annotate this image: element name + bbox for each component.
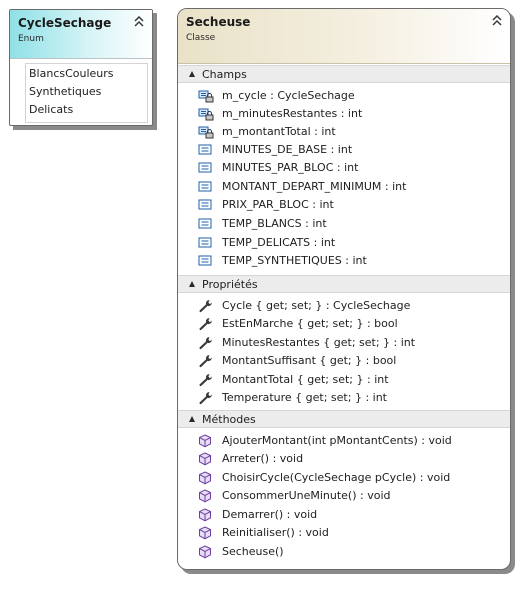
wrench-icon [199,374,212,387]
method-cube-icon [199,489,211,503]
section-label: Propriétés [202,278,258,291]
enum-kind: Enum [18,34,44,44]
member-text: MinutesRestantes { get; set; } : int [222,336,416,349]
member-text: TEMP_DELICATS : int [222,236,336,249]
member-text: Reinitialiser() : void [222,526,329,539]
wrench-icon [199,355,212,368]
enum-values-list: BlancsCouleurs Synthetiques Delicats [25,63,148,123]
collapse-triangle-icon [189,71,195,77]
member-text: Temperature { get; set; } : int [222,391,387,404]
enum-cycle-sechage[interactable]: CycleSechage Enum BlancsCouleurs Synthet… [9,9,153,126]
wrench-icon [199,318,212,331]
member-text: Arreter() : void [222,452,304,465]
constant-icon [198,218,212,229]
enum-value[interactable]: Synthetiques [29,85,102,98]
private-field-icon [198,90,214,103]
section-label: Méthodes [202,413,256,426]
method-cube-icon [199,471,211,485]
enum-title: CycleSechage [18,16,112,30]
constant-icon [198,255,212,266]
collapse-chevron-icon[interactable] [492,15,502,27]
wrench-icon [199,392,212,405]
member-text: MONTANT_DEPART_MINIMUM : int [222,180,407,193]
enum-value[interactable]: BlancsCouleurs [29,67,114,80]
constant-icon [198,181,212,192]
constant-icon [198,144,212,155]
constant-icon [198,162,212,173]
member-text: m_cycle : CycleSechage [222,89,355,102]
member-text: AjouterMontant(int pMontantCents) : void [222,434,452,447]
enum-value[interactable]: Delicats [29,103,74,116]
member-text: TEMP_SYNTHETIQUES : int [222,254,367,267]
method-cube-icon [199,508,211,522]
member-text: EstEnMarche { get; set; } : bool [222,317,398,330]
member-text: Demarrer() : void [222,508,318,521]
member-text: Secheuse() [222,545,284,558]
member-text: ConsommerUneMinute() : void [222,489,391,502]
private-field-icon [198,126,214,139]
constant-icon [198,199,212,210]
class-secheuse[interactable]: Secheuse Classe Champs m_cycle : CycleSe… [177,8,511,570]
private-field-icon [198,108,214,121]
member-text: TEMP_BLANCS : int [222,217,327,230]
member-text: Cycle { get; set; } : CycleSechage [222,299,411,312]
member-text: m_montantTotal : int [222,125,336,138]
wrench-icon [199,300,212,313]
member-text: MontantSuffisant { get; } : bool [222,354,397,367]
section-header-methodes[interactable]: Méthodes [178,410,510,428]
method-cube-icon [199,526,211,540]
member-text: MontantTotal { get; set; } : int [222,373,389,386]
member-text: PRIX_PAR_BLOC : int [222,198,334,211]
collapse-triangle-icon [189,281,195,287]
member-text: MINUTES_PAR_BLOC : int [222,161,359,174]
constant-icon [198,237,212,248]
method-cube-icon [199,434,211,448]
class-header: Secheuse Classe [178,9,510,64]
enum-header: CycleSechage Enum [10,10,152,59]
member-text: ChoisirCycle(CycleSechage pCycle) : void [222,471,451,484]
class-kind: Classe [186,33,216,43]
member-text: MINUTES_DE_BASE : int [222,143,353,156]
collapse-triangle-icon [189,416,195,422]
member-text: m_minutesRestantes : int [222,107,363,120]
section-header-champs[interactable]: Champs [178,65,510,83]
method-cube-icon [199,545,211,559]
method-cube-icon [199,452,211,466]
class-title: Secheuse [186,15,251,29]
section-label: Champs [202,68,247,81]
section-header-proprietes[interactable]: Propriétés [178,275,510,293]
collapse-chevron-icon[interactable] [134,16,144,28]
wrench-icon [199,337,212,350]
